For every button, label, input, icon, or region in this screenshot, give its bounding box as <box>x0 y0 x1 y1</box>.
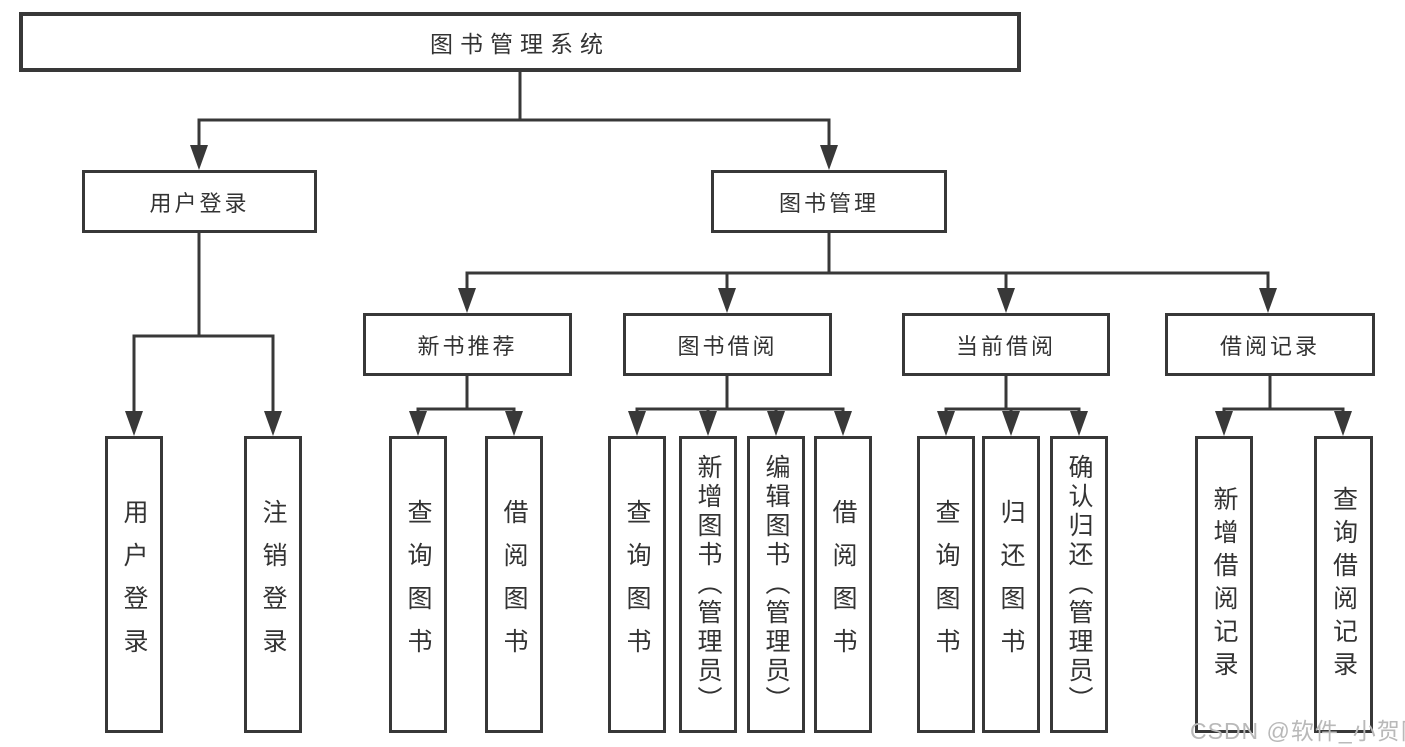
node-library-system: 图书管理系统 <box>19 12 1021 72</box>
arrow-down-icon <box>820 145 838 170</box>
arrow-down-icon <box>264 411 282 436</box>
arrow-down-icon <box>1334 411 1352 436</box>
leaf-records-add-record: 新增借阅记录 <box>1195 436 1253 733</box>
leaf-label: 确认归还（管理员） <box>1065 454 1093 715</box>
connector-current-borrow-to-leaves <box>944 376 1081 414</box>
connector-book-management-to-level3 <box>465 233 1270 291</box>
leaf-label: 归还图书 <box>997 498 1025 671</box>
arrow-down-icon <box>834 411 852 436</box>
leaf-current-confirm-return-admin: 确认归还（管理员） <box>1050 436 1108 733</box>
node-label: 新书推荐 <box>417 333 518 359</box>
node-book-borrowing: 图书借阅 <box>623 313 832 376</box>
leaf-label: 借阅图书 <box>829 498 857 671</box>
leaf-borrow-query-books: 查询图书 <box>608 436 666 733</box>
leaf-label: 用户登录 <box>120 498 148 671</box>
connector-root-to-level2 <box>197 72 831 148</box>
leaf-logout-login: 注销登录 <box>244 436 302 733</box>
leaf-label: 借阅图书 <box>500 498 528 671</box>
arrow-down-icon <box>767 411 785 436</box>
arrow-down-icon <box>190 145 208 170</box>
node-current-borrowing: 当前借阅 <box>902 313 1110 376</box>
node-label: 图书管理系统 <box>430 31 610 57</box>
leaf-label: 新增图书（管理员） <box>694 454 722 715</box>
leaf-user-login: 用户登录 <box>105 436 163 733</box>
leaf-label: 编辑图书（管理员） <box>762 454 790 715</box>
arrow-down-icon <box>1070 411 1088 436</box>
node-label: 图书借阅 <box>677 333 778 359</box>
leaf-recommend-query-books: 查询图书 <box>389 436 447 733</box>
leaf-label: 新增借阅记录 <box>1210 485 1238 684</box>
leaf-label: 查询图书 <box>404 498 432 671</box>
node-user-login: 用户登录 <box>82 170 317 233</box>
leaf-current-return-books: 归还图书 <box>982 436 1040 733</box>
watermark-text: CSDN @软件_小贺同学 <box>1190 718 1405 744</box>
arrow-down-icon <box>458 288 476 313</box>
connector-user-login-to-leaves <box>132 233 275 414</box>
arrow-down-icon <box>937 411 955 436</box>
arrow-down-icon <box>1215 411 1233 436</box>
node-label: 图书管理 <box>778 190 879 216</box>
leaf-records-query-record: 查询借阅记录 <box>1314 436 1373 733</box>
arrow-down-icon <box>1002 411 1020 436</box>
connector-new-book-to-leaves <box>416 376 516 414</box>
arrow-down-icon <box>125 411 143 436</box>
arrow-down-icon <box>997 288 1015 313</box>
arrow-down-icon <box>628 411 646 436</box>
leaf-label: 查询借阅记录 <box>1329 485 1358 684</box>
node-new-book-recommendation: 新书推荐 <box>363 313 572 376</box>
arrow-down-icon <box>409 411 427 436</box>
connector-borrow-records-to-leaves <box>1222 376 1345 414</box>
connector-book-borrow-to-leaves <box>635 376 845 414</box>
node-borrowing-records: 借阅记录 <box>1165 313 1375 376</box>
leaf-borrow-edit-books-admin: 编辑图书（管理员） <box>747 436 805 733</box>
leaf-borrow-add-books-admin: 新增图书（管理员） <box>679 436 737 733</box>
leaf-current-query-books: 查询图书 <box>917 436 975 733</box>
node-label: 用户登录 <box>149 190 250 216</box>
node-label: 借阅记录 <box>1219 333 1320 359</box>
arrow-down-icon <box>505 411 523 436</box>
node-label: 当前借阅 <box>955 333 1056 359</box>
leaf-label: 注销登录 <box>259 498 287 671</box>
arrow-down-icon <box>1259 288 1277 313</box>
leaf-borrow-borrow-books: 借阅图书 <box>814 436 872 733</box>
arrow-down-icon <box>718 288 736 313</box>
node-book-management: 图书管理 <box>711 170 947 233</box>
leaf-label: 查询图书 <box>623 498 651 671</box>
leaf-recommend-borrow-books: 借阅图书 <box>485 436 543 733</box>
connector-arrowheads <box>125 145 1352 436</box>
leaf-label: 查询图书 <box>932 498 960 671</box>
arrow-down-icon <box>699 411 717 436</box>
